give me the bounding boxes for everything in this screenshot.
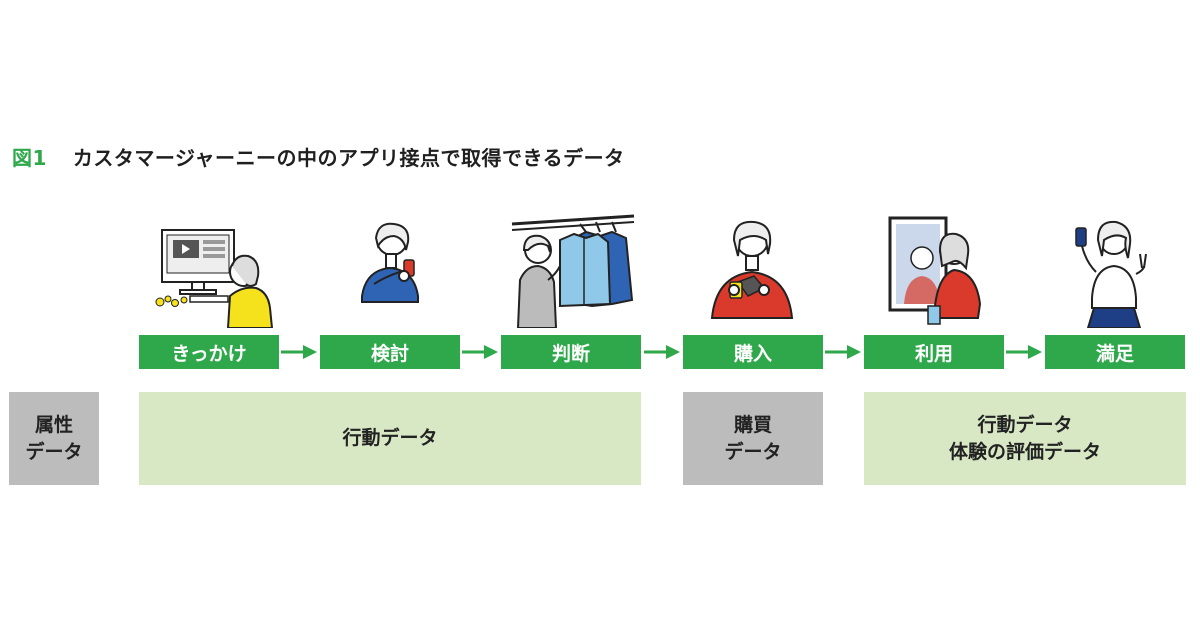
person-at-computer-icon [140,210,280,328]
usage-data-line2: 体験の評価データ [948,440,1101,463]
purchase-data-line1: 購買 [733,413,772,436]
figure-title: 図1 カスタマージャーニーの中のアプリ接点で取得できるデータ [12,142,625,171]
stage-decision: 判断 [501,335,641,369]
purchase-data-box: 購買 データ [683,392,823,485]
person-paying-at-register-icon [682,210,822,328]
stage-trigger: きっかけ [139,335,279,369]
arrow-right-icon [1004,343,1044,361]
figure-title-text: カスタマージャーニーの中のアプリ接点で取得できるデータ [72,146,625,170]
arrow-right-icon [460,343,500,361]
figure-number: 図1 [12,146,47,170]
person-checking-phone-icon [320,210,460,328]
stage-purchase: 購入 [683,335,823,369]
stage-usage: 利用 [864,335,1004,369]
satisfied-person-with-phone-icon [1044,210,1184,328]
stage-consideration: 検討 [320,335,460,369]
usage-data-box: 行動データ 体験の評価データ [864,392,1186,485]
stage-satisfaction: 満足 [1045,335,1185,369]
attribute-data-line2: データ [25,440,83,463]
arrow-right-icon [823,343,863,361]
arrow-right-icon [642,343,682,361]
purchase-data-line2: データ [724,440,782,463]
attribute-data-box: 属性 データ [9,392,99,485]
person-trying-on-at-mirror-icon [862,210,1002,328]
attribute-data-line1: 属性 [34,413,73,436]
person-browsing-clothes-rack-icon [500,210,640,328]
behavior-data-label: 行動データ [342,427,438,449]
behavior-data-box: 行動データ [139,392,641,485]
usage-data-line1: 行動データ [977,413,1073,436]
arrow-right-icon [279,343,319,361]
